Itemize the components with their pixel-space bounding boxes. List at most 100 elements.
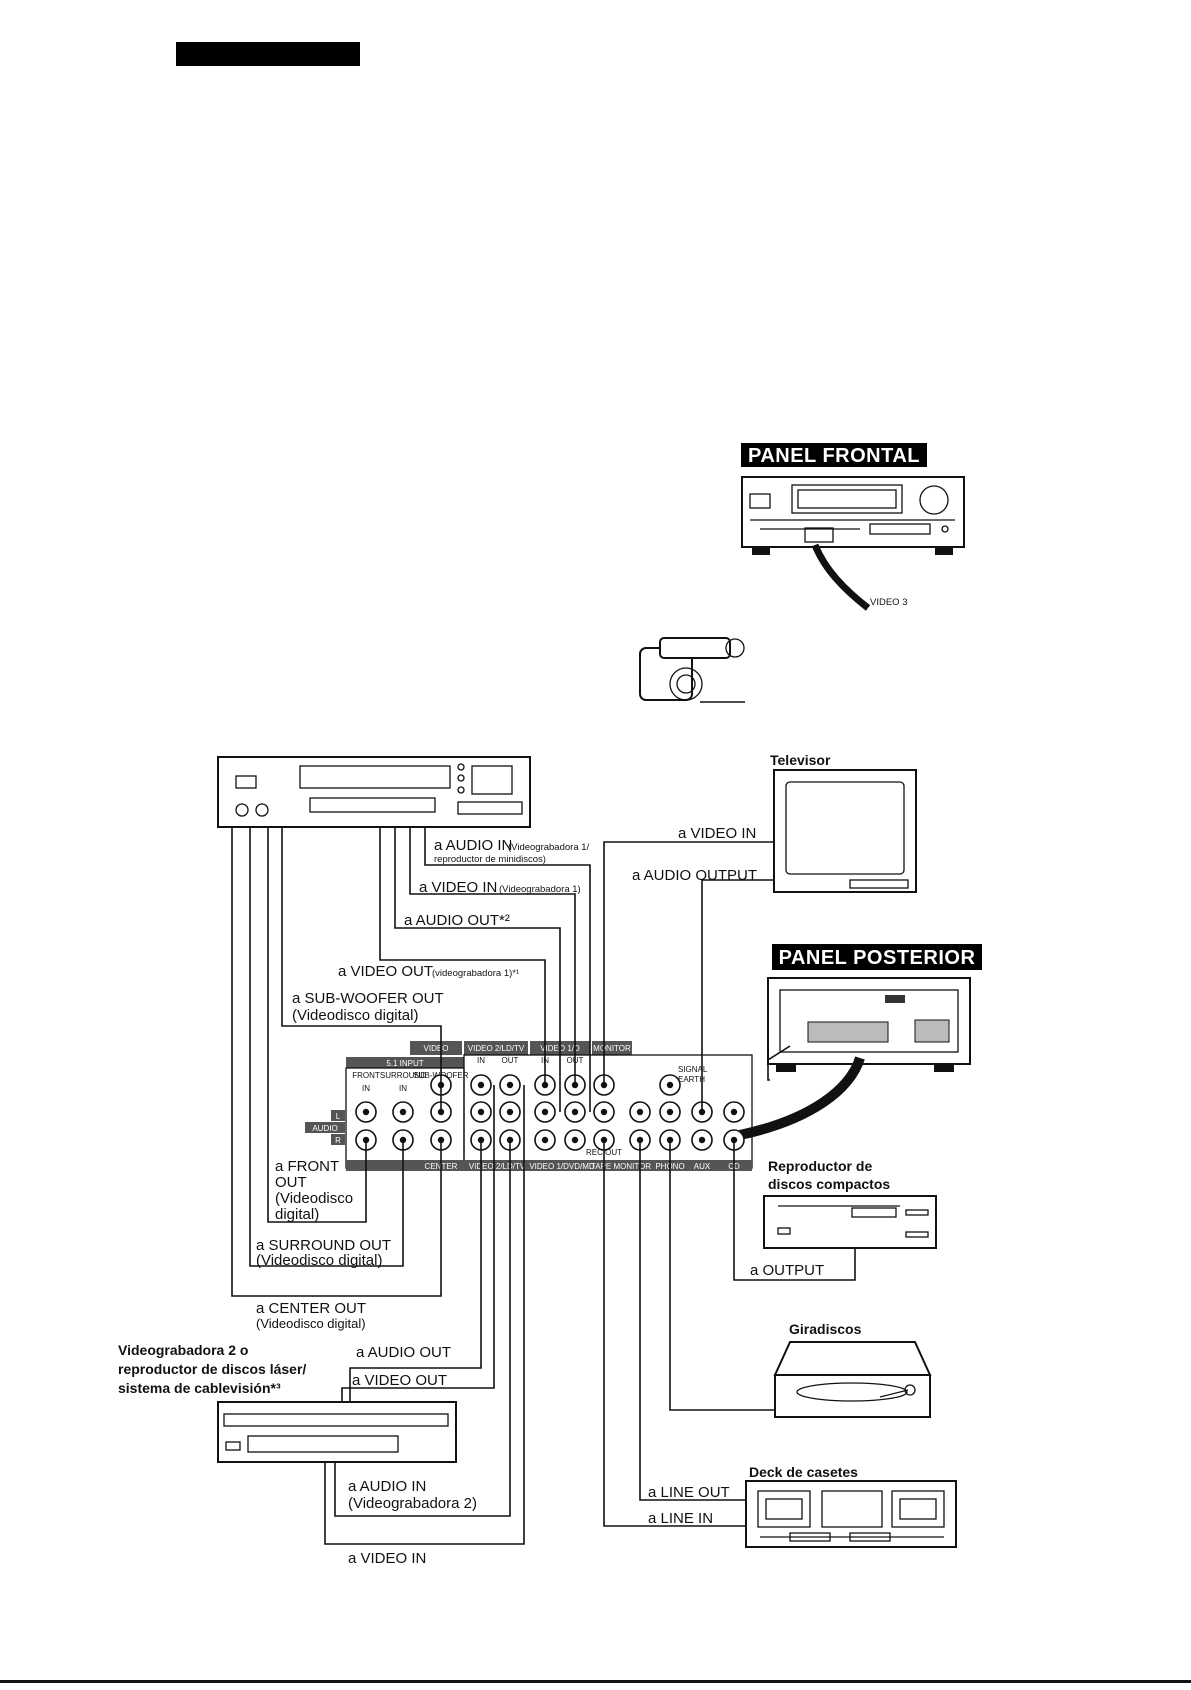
rca-jack-pin [666, 1108, 674, 1116]
cd-label-line2: discos compactos [768, 1176, 890, 1192]
label-video-out-note: (videograbadora 1)*¹ [432, 968, 519, 979]
rear-panel-title: PANEL POSTERIOR [779, 947, 976, 969]
signal-earth-line2: EARTH [678, 1075, 705, 1084]
signal-earth-line1: SIGNAL [678, 1065, 708, 1074]
label-vcr2-audio-out: a AUDIO OUT [356, 1344, 451, 1361]
label-front-3: (Videodisco [275, 1190, 353, 1207]
rca-jack-pin [506, 1108, 514, 1116]
vcr2-icon: Videograbadora 2 o reproductor de discos… [118, 1342, 457, 1463]
label-vcr2-video-in: a VIDEO IN [348, 1550, 426, 1567]
tape-label: Deck de casetes [749, 1464, 858, 1480]
wire-video-in [409, 827, 576, 1085]
audio-l-label: L [336, 1112, 341, 1121]
front-video3-label: VIDEO 3 [870, 597, 908, 608]
wire-tape-out [639, 1140, 746, 1501]
label-center-1: a CENTER OUT [256, 1300, 366, 1317]
vcr2-label-line3: sistema de cablevisión*³ [118, 1380, 281, 1396]
video2-out-label: OUT [502, 1056, 519, 1065]
wire-surround-out [249, 827, 404, 1267]
video2-in-label: IN [477, 1056, 485, 1065]
camcorder-icon [639, 637, 745, 703]
label-audio-in-note2: reproductor de minidiscos) [434, 854, 546, 865]
rca-jack-pin [541, 1108, 549, 1116]
label-vcr2-audio-in-2: (Videograbadora 2) [348, 1495, 477, 1512]
rca-jack-pin [636, 1108, 644, 1116]
bottom-tape-label: TAPE MONITOR [591, 1162, 651, 1171]
input51-label: 5.1 INPUT [386, 1059, 423, 1068]
jack-set [355, 1074, 745, 1151]
tv-label: Televisor [770, 752, 831, 768]
turntable-icon: Giradiscos [773, 1321, 932, 1418]
rca-jack-pin [506, 1081, 514, 1089]
label-tv-audio-output: a AUDIO OUTPUT [632, 867, 757, 884]
wire-set [231, 827, 856, 1545]
bottom-aux-label: AUX [694, 1162, 711, 1171]
tape-deck-icon: Deck de casetes [745, 1464, 957, 1548]
label-vcr2-video-out: a VIDEO OUT [352, 1372, 447, 1389]
monitor-top-label: MONITOR [593, 1044, 631, 1053]
wire-center-out [231, 827, 442, 1297]
wire-audio-out [394, 827, 561, 1112]
label-center-2: (Videodisco digital) [256, 1316, 366, 1331]
audio-r-label: R [335, 1136, 341, 1145]
rca-jack-pin [730, 1108, 738, 1116]
rca-jack-pin [477, 1108, 485, 1116]
vcr2-label-line2: reproductor de discos láser/ [118, 1361, 306, 1377]
turntable-label: Giradiscos [789, 1321, 862, 1337]
label-tape-line-out: a LINE OUT [648, 1484, 730, 1501]
wire-cd-output [733, 1140, 856, 1281]
label-subwoofer-2: (Videodisco digital) [292, 1007, 418, 1024]
cd-player-icon: Reproductor de discos compactos [763, 1158, 937, 1249]
rca-jack-pin [571, 1108, 579, 1116]
wire-video-out [379, 827, 546, 1085]
surround-col-label: SURROUND [380, 1071, 426, 1080]
wire-front-out [267, 827, 367, 1223]
wire-vcr2-audio-in [334, 1140, 511, 1517]
rca-jack-pin [477, 1081, 485, 1089]
label-video-in-note: (Videograbadora 1) [499, 884, 581, 895]
label-subwoofer-1: a SUB-WOOFER OUT [292, 990, 444, 1007]
label-audio-out: a AUDIO OUT*² [404, 912, 510, 929]
vcr2-label-line1: Videograbadora 2 o [118, 1342, 248, 1358]
rca-jack-pin [698, 1136, 706, 1144]
rca-jack-pin [362, 1108, 370, 1116]
label-vcr2-audio-in-1: a AUDIO IN [348, 1478, 426, 1495]
label-front-1: a FRONT [275, 1158, 339, 1175]
video-band-label: VIDEO [424, 1044, 449, 1053]
wire-vcr2-video-out [341, 1085, 495, 1402]
label-surround-1: a SURROUND OUT [256, 1237, 391, 1254]
label-surround-2: (Videodisco digital) [256, 1252, 382, 1269]
wire-vcr2-video-in [324, 1085, 525, 1545]
rca-jack-pin [600, 1108, 608, 1116]
in-label-2: IN [399, 1084, 407, 1093]
rca-jack-pin [541, 1136, 549, 1144]
label-video-out: a VIDEO OUT [338, 963, 433, 980]
tv-icon: Televisor [770, 752, 917, 893]
front-panel-group: PANEL FRONTAL VIDEO 3 [741, 443, 965, 611]
dvd-player-icon [217, 756, 531, 828]
wire-audio-in [424, 827, 591, 1112]
wire-tv-video [603, 841, 774, 1085]
rca-jack-pin [399, 1108, 407, 1116]
audio-band-label: AUDIO [312, 1124, 337, 1133]
bottom-video1-label: VIDEO 1/DVD/MD [529, 1162, 595, 1171]
header-bar [176, 42, 360, 66]
cd-label-line1: Reproductor de [768, 1158, 872, 1174]
label-audio-in: a AUDIO IN [434, 837, 512, 854]
label-video-in: a VIDEO IN [419, 879, 497, 896]
label-cd-output: a OUTPUT [750, 1262, 824, 1279]
front-panel-title: PANEL FRONTAL [748, 445, 920, 467]
wire-subwoofer [281, 827, 442, 1112]
rca-jack-pin [666, 1081, 674, 1089]
bottom-video2-label: VIDEO 2/LD/TV [469, 1162, 526, 1171]
wire-vcr2-audio-out [349, 1140, 482, 1402]
label-front-4: digital) [275, 1206, 319, 1223]
in-label-1: IN [362, 1084, 370, 1093]
label-set: a AUDIO IN (Videograbadora 1/ reproducto… [256, 825, 824, 1567]
footer-rule [0, 1680, 1191, 1683]
label-tape-line-in: a LINE IN [648, 1510, 713, 1527]
label-front-2: OUT [275, 1174, 307, 1191]
label-audio-in-note1: (Videograbadora 1/ [508, 842, 590, 853]
video2-top-label: VIDEO 2/LD/TV [468, 1044, 525, 1053]
